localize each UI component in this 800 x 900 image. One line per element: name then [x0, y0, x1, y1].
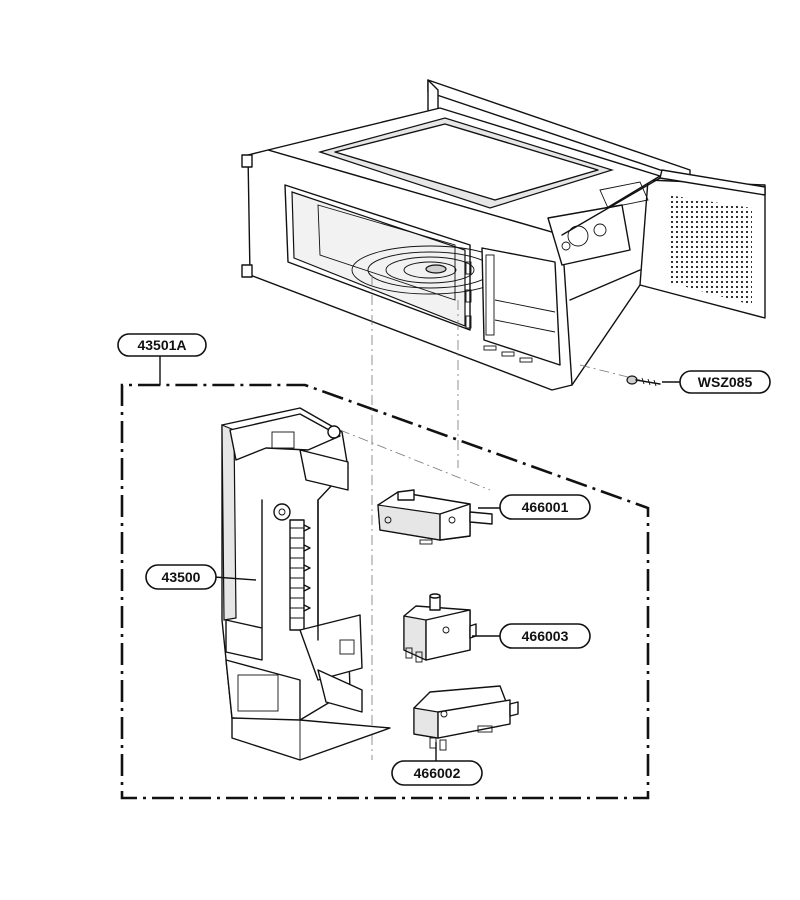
door-latch-board	[221, 407, 391, 761]
callout-WSZ085: WSZ085	[679, 370, 771, 394]
callout-43500: 43500	[145, 564, 217, 590]
callout-43501A: 43501A	[117, 333, 207, 357]
svg-text:466002: 466002	[414, 765, 461, 781]
motor-bracket	[547, 181, 649, 266]
microwave-cavity-chassis	[241, 79, 766, 391]
svg-text:43501A: 43501A	[137, 337, 186, 353]
svg-text:466001: 466001	[522, 499, 569, 515]
svg-text:WSZ085: WSZ085	[698, 374, 753, 390]
projection-lines	[339, 275, 641, 760]
micro-switch-466001	[377, 489, 493, 545]
svg-text:466003: 466003	[522, 628, 569, 644]
micro-switch-466003	[403, 593, 477, 663]
assembly-boundary-line	[120, 383, 650, 800]
callout-466002: 466002	[391, 760, 483, 786]
screw-icon	[626, 375, 661, 387]
vent-holes-grid	[668, 195, 752, 305]
callout-466001: 466001	[499, 494, 591, 520]
micro-switch-466002	[413, 685, 519, 751]
svg-text:43500: 43500	[162, 569, 201, 585]
latch-gear-rack	[289, 519, 311, 631]
callout-466003: 466003	[499, 623, 591, 649]
